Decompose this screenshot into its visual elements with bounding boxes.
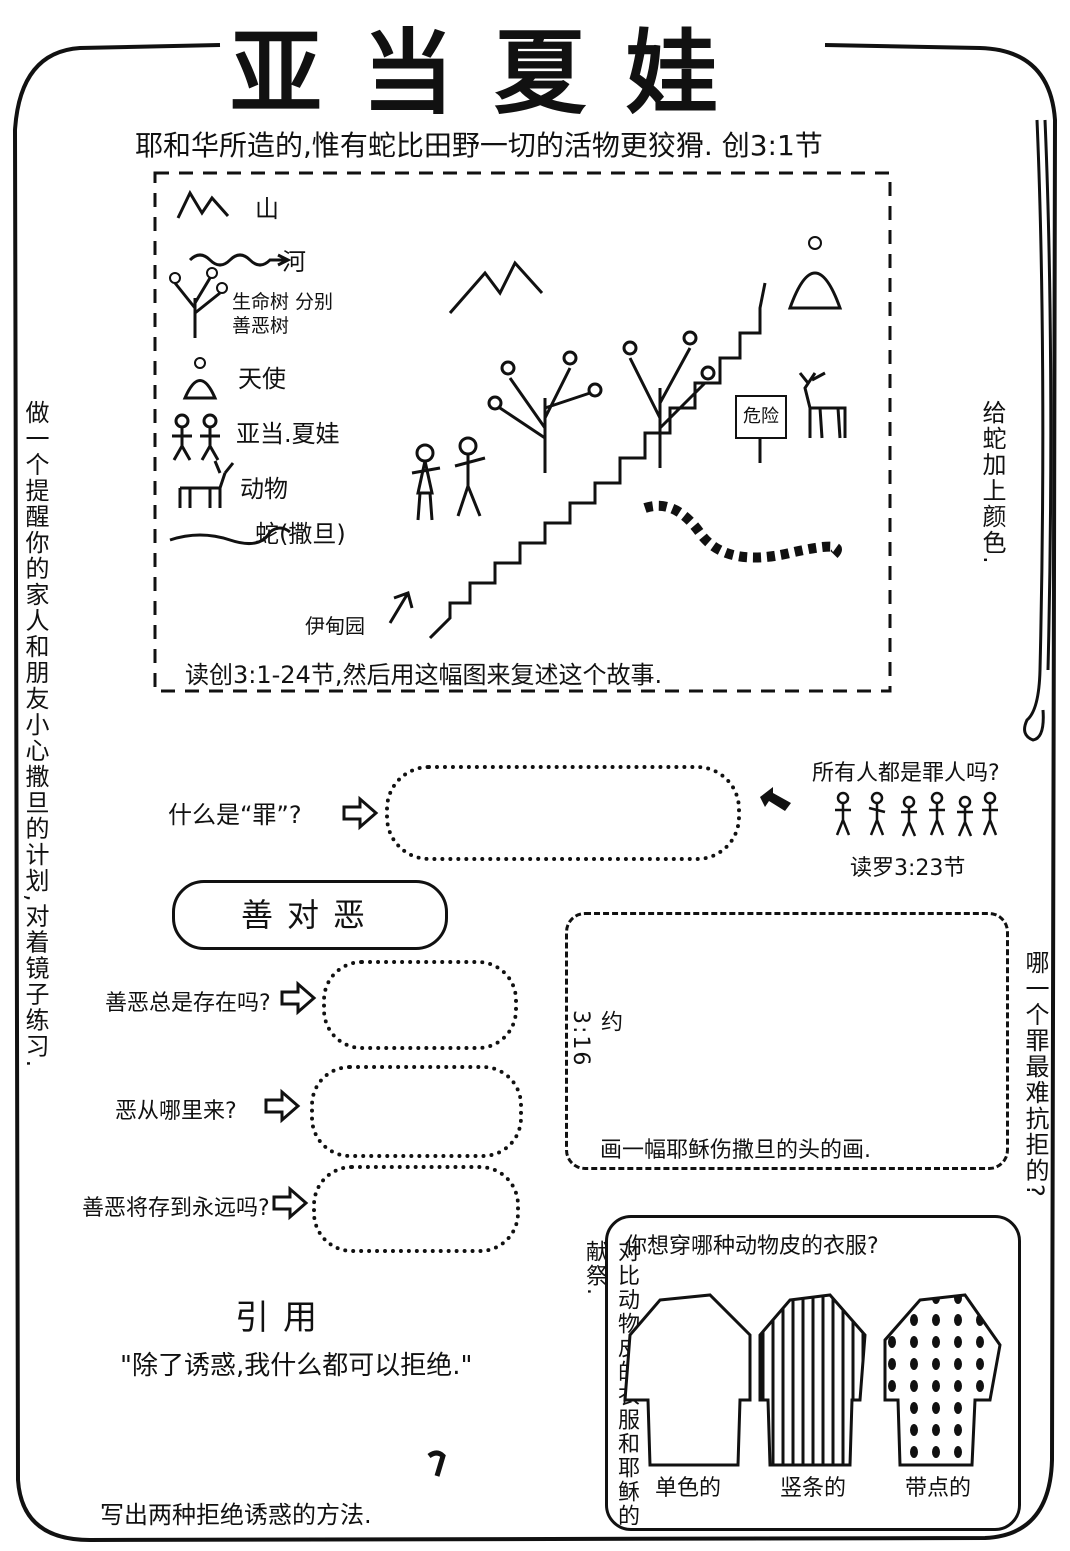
answer-box-1[interactable] <box>322 960 518 1050</box>
answer-box-2[interactable] <box>310 1065 523 1158</box>
left-side-note: 做一个提醒你的家人和朋友小心撒旦的计划,对着镜子练习. <box>21 400 49 1070</box>
quote-text: "除了诱惑,我什么都可以拒绝." <box>120 1351 473 1381</box>
sin-answer-box[interactable] <box>385 765 741 861</box>
clothes-box <box>605 1215 1021 1531</box>
robe-striped <box>758 1293 867 1467</box>
hardest-sin-note: 哪一个罪最难抗拒的? <box>1021 950 1049 1199</box>
legend-angel: 天使 <box>238 365 286 393</box>
story-scene <box>153 171 892 693</box>
john-reference: 约3:16 <box>568 1010 622 1068</box>
all-sinners-question: 所有人都是罪人吗? <box>812 761 1000 786</box>
page-title: 亚当夏娃 <box>230 19 759 127</box>
drawing-caption: 画一幅耶稣伤撒旦的头的画. <box>600 1138 871 1163</box>
robe-label-striped: 竖条的 <box>780 1476 847 1501</box>
border-snake <box>1023 119 1053 742</box>
color-snake-note: 给蛇加上颜色. <box>978 400 1006 566</box>
robe-label-plain: 单色的 <box>655 1476 722 1501</box>
answer-box-3[interactable] <box>312 1165 520 1253</box>
quote-title: 引用 <box>235 1298 331 1338</box>
legend-trees: 生命树 分别善恶树 <box>232 291 334 337</box>
robe-label-dotted: 带点的 <box>905 1476 972 1501</box>
good-evil-question-1: 善恶总是存在吗? <box>105 991 271 1016</box>
verse-text: 耶和华所造的,惟有蛇比田野一切的活物更狡猾. 创3:1节 <box>135 129 823 162</box>
legend-mountain: 山 <box>255 195 279 223</box>
sin-question: 什么是“罪”? <box>168 801 302 829</box>
eden-label: 伊甸园 <box>305 614 365 638</box>
story-instruction: 读创3:1-24节,然后用这幅图来复述这个故事. <box>185 661 663 689</box>
arrow-right-icon <box>280 980 317 1016</box>
robe-plain <box>623 1293 752 1467</box>
good-evil-question-2: 恶从哪里来? <box>115 1099 237 1124</box>
arrow-right-icon <box>264 1088 301 1124</box>
danger-sign: 危险 <box>735 395 787 439</box>
arrow-right-icon <box>272 1185 309 1221</box>
legend-snake: 蛇(撒旦) <box>255 520 346 548</box>
legend-animals: 动物 <box>240 475 288 503</box>
arrow-left-icon <box>760 787 791 811</box>
ink-mark <box>427 1450 446 1477</box>
bottom-instruction: 写出两种拒绝诱惑的方法. <box>100 1501 372 1529</box>
drawing-box[interactable] <box>565 912 1009 1170</box>
arrow-right-icon <box>342 795 379 831</box>
robe-illustrations <box>623 1293 1002 1467</box>
robe-dotted <box>883 1293 1002 1467</box>
clothes-question: 你想穿哪种动物皮的衣服? <box>625 1234 879 1259</box>
romans-reference: 读罗3:23节 <box>850 856 966 881</box>
legend-river: 河 <box>282 248 306 276</box>
legend-adam-eve: 亚当.夏娃 <box>236 420 340 448</box>
stick-people-group <box>835 791 998 837</box>
good-evil-question-3: 善恶将存到永远吗? <box>82 1196 270 1221</box>
good-vs-evil-heading: 善对恶 <box>172 880 448 950</box>
